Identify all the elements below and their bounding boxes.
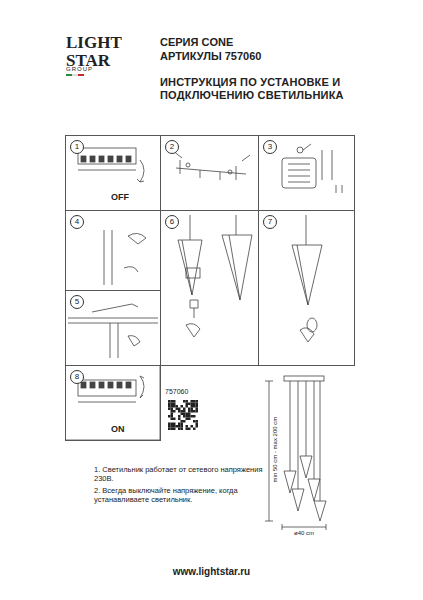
step-panel: 7 [258,210,355,366]
note: 1. Светильник работает от сетевого напря… [94,465,264,483]
step-panel: 3 [258,135,355,211]
article-number: 757060 [165,388,188,396]
step-number: 8 [70,370,84,384]
step-number: 4 [70,215,84,229]
step-number: 5 [70,295,84,309]
dimension: min 50 cm - max 200 cm [272,385,279,515]
series-name: СЕРИЯ CONE [160,36,233,49]
step-number: 3 [263,140,277,154]
switch-state: ON [110,424,126,434]
step-number: 7 [263,215,277,229]
step-panel: 8ON [65,365,161,441]
step-panel: 6 [160,210,259,366]
step-panel: 2 [160,135,259,211]
note: 2. Всегда выключайте напряжение, когда у… [94,486,264,504]
switch-state: OFF [110,192,130,202]
step-panel: 1OFF [65,135,161,211]
article-number: АРТИКУЛЫ 757060 [160,50,261,63]
step-number: 2 [165,140,179,154]
sheet-title: ИНСТРУКЦИЯ ПО УСТАНОВКЕ И ПОДКЛЮЧЕНИЮ СВ… [160,76,400,102]
step-number: 6 [165,215,179,229]
logo-text: GROUP [66,66,93,72]
logo-text: LIGHT [66,34,122,51]
step-panel: 4 [65,210,161,291]
step-number: 1 [70,140,84,154]
step-panel: 5 [65,290,161,366]
website: www.lightstar.ru [0,566,423,578]
dimension: ø40 cm [284,530,324,537]
